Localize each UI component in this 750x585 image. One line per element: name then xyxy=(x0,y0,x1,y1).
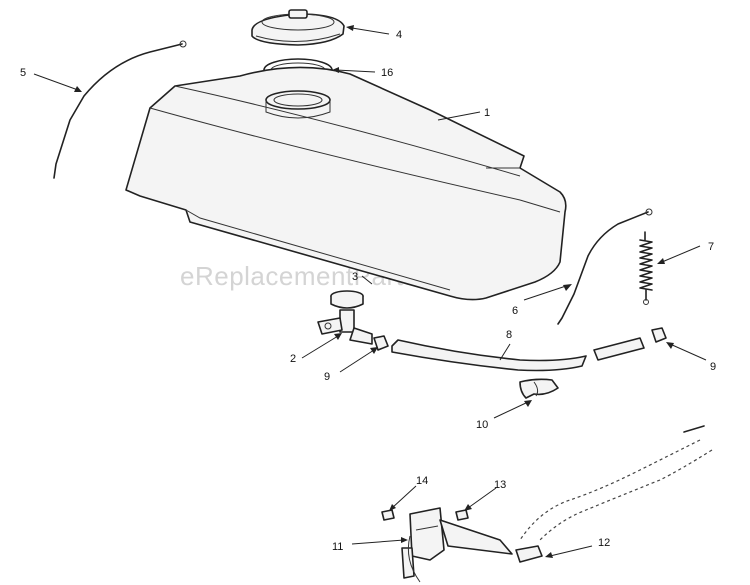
callout-1: 1 xyxy=(484,107,490,119)
line-clip xyxy=(519,378,559,399)
tension-spring xyxy=(639,231,653,305)
callout-8: 8 xyxy=(506,329,512,341)
control-cable xyxy=(515,425,713,563)
fuel-line xyxy=(391,337,645,372)
callout-9-left: 9 xyxy=(324,371,330,383)
fuel-cap xyxy=(251,9,345,46)
control-bracket xyxy=(401,507,513,583)
bracket-nut xyxy=(381,509,395,521)
fuel-tank xyxy=(125,66,567,301)
callout-labels: 4 16 1 5 7 6 3 8 2 9 9 10 14 13 11 12 xyxy=(20,29,716,553)
callout-9-right: 9 xyxy=(710,361,716,373)
leader-lines xyxy=(33,25,707,558)
callout-10: 10 xyxy=(476,419,488,431)
tank-strap-left xyxy=(53,40,187,179)
callout-5: 5 xyxy=(20,67,26,79)
callout-6: 6 xyxy=(512,305,518,317)
callout-2: 2 xyxy=(290,353,296,365)
callout-13: 13 xyxy=(494,479,506,491)
callout-14: 14 xyxy=(416,475,428,487)
shutoff-valve xyxy=(317,309,373,345)
tank-strap-right xyxy=(557,208,653,325)
callout-4: 4 xyxy=(396,29,402,41)
callout-7: 7 xyxy=(708,241,714,253)
bracket-screw xyxy=(455,509,469,521)
callout-16: 16 xyxy=(381,67,393,79)
callout-12: 12 xyxy=(598,537,610,549)
outlet-fitting xyxy=(330,290,364,309)
hose-clamp-right xyxy=(651,327,667,343)
callout-11: 11 xyxy=(332,541,343,553)
callout-3: 3 xyxy=(352,271,358,283)
hose-clamp-left xyxy=(373,335,389,351)
